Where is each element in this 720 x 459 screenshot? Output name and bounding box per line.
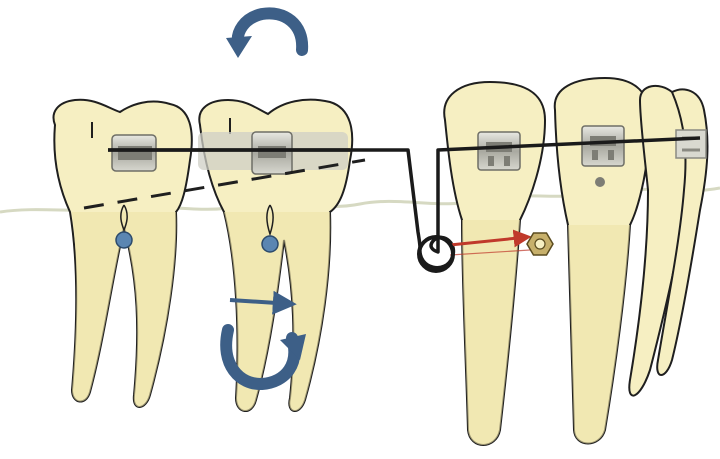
curved-arrow-counterclockwise-icon bbox=[226, 13, 302, 58]
premolar-1 bbox=[444, 82, 545, 445]
bracket-3 bbox=[478, 132, 520, 170]
hex-nut-icon bbox=[527, 233, 553, 255]
bracket-5 bbox=[676, 130, 706, 158]
bracket-2 bbox=[252, 132, 292, 174]
molar-2 bbox=[198, 100, 352, 411]
spring-loop bbox=[419, 237, 453, 271]
center-of-resistance-1 bbox=[116, 232, 132, 248]
bracket-1 bbox=[112, 135, 156, 171]
center-of-resistance-2 bbox=[262, 236, 278, 252]
molar-1 bbox=[54, 100, 192, 407]
